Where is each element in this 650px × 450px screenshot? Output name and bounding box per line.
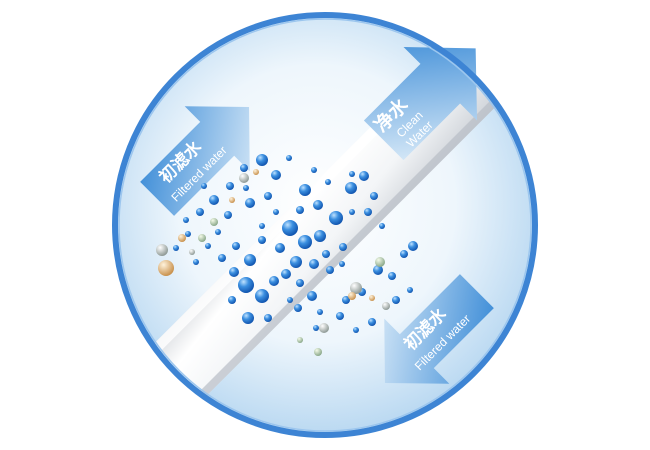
water-bubble	[296, 206, 304, 214]
water-bubble	[298, 235, 312, 249]
water-bubble	[232, 242, 240, 250]
water-bubble	[290, 256, 302, 268]
water-bubble	[185, 231, 191, 237]
water-bubble	[326, 266, 334, 274]
water-bubble	[205, 243, 211, 249]
water-bubble	[349, 209, 355, 215]
water-bubble	[229, 267, 239, 277]
water-bubble	[379, 223, 385, 229]
impurity-particle	[319, 323, 329, 333]
impurity-particle	[178, 234, 186, 242]
water-bubble	[296, 279, 304, 287]
impurity-particle	[156, 244, 168, 256]
water-bubble	[313, 200, 323, 210]
water-bubble	[264, 314, 272, 322]
water-bubble	[407, 287, 413, 293]
water-bubble	[408, 241, 418, 251]
water-bubble	[240, 164, 248, 172]
water-bubble	[243, 185, 249, 191]
impurity-particle	[350, 282, 362, 294]
water-bubble	[314, 230, 326, 242]
water-bubble	[342, 296, 350, 304]
water-bubble	[339, 243, 347, 251]
water-bubble	[193, 259, 199, 265]
impurity-particle	[348, 292, 356, 300]
water-bubble	[209, 195, 219, 205]
impurity-particle	[369, 295, 375, 301]
water-bubble	[359, 171, 369, 181]
water-bubble	[400, 250, 408, 258]
impurity-particle	[158, 260, 174, 276]
water-bubble	[336, 312, 344, 320]
impurity-particle	[229, 197, 235, 203]
water-bubble	[218, 254, 226, 262]
water-bubble	[259, 223, 265, 229]
water-bubble	[353, 327, 359, 333]
water-bubble	[345, 182, 357, 194]
water-bubble	[273, 209, 279, 215]
water-bubble	[245, 198, 255, 208]
water-bubble	[309, 259, 319, 269]
water-bubble	[329, 211, 343, 225]
water-bubble	[388, 272, 396, 280]
water-bubble	[255, 289, 269, 303]
water-bubble	[299, 184, 311, 196]
water-bubble	[392, 296, 400, 304]
water-bubble	[256, 154, 268, 166]
impurity-particle	[239, 173, 249, 183]
impurity-particle	[382, 302, 390, 310]
water-bubble	[201, 183, 207, 189]
impurity-particle	[198, 234, 206, 242]
impurity-particle	[297, 337, 303, 343]
water-bubble	[269, 276, 279, 286]
water-bubble	[224, 211, 232, 219]
water-bubble	[271, 170, 281, 180]
water-bubble	[258, 236, 266, 244]
water-bubble	[244, 254, 256, 266]
water-particles	[156, 154, 418, 356]
water-bubble	[183, 217, 189, 223]
water-bubble	[373, 265, 383, 275]
water-bubble	[215, 229, 221, 235]
water-bubble	[311, 167, 317, 173]
water-bubble	[370, 192, 378, 200]
water-bubble	[325, 179, 331, 185]
water-bubble	[339, 261, 345, 267]
water-bubble	[368, 318, 376, 326]
water-bubble	[242, 312, 254, 324]
water-bubble	[238, 277, 254, 293]
water-bubble	[264, 192, 272, 200]
water-bubble	[281, 269, 291, 279]
water-bubble	[286, 155, 292, 161]
water-bubble	[317, 309, 323, 315]
outer-ring	[112, 12, 538, 438]
water-bubble	[228, 296, 236, 304]
impurity-particle	[210, 218, 218, 226]
impurity-particle	[375, 257, 385, 267]
water-bubble	[275, 243, 285, 253]
water-bubble	[173, 245, 179, 251]
water-bubble	[364, 208, 372, 216]
water-bubble	[196, 208, 204, 216]
impurity-particle	[314, 348, 322, 356]
water-bubble	[313, 325, 319, 331]
impurity-particle	[253, 169, 259, 175]
water-bubble	[226, 182, 234, 190]
water-bubble	[282, 220, 298, 236]
water-bubble	[349, 171, 355, 177]
impurity-particle	[189, 249, 195, 255]
water-bubble	[322, 250, 330, 258]
water-bubble	[294, 304, 302, 312]
water-bubble	[287, 297, 293, 303]
water-bubble	[307, 291, 317, 301]
